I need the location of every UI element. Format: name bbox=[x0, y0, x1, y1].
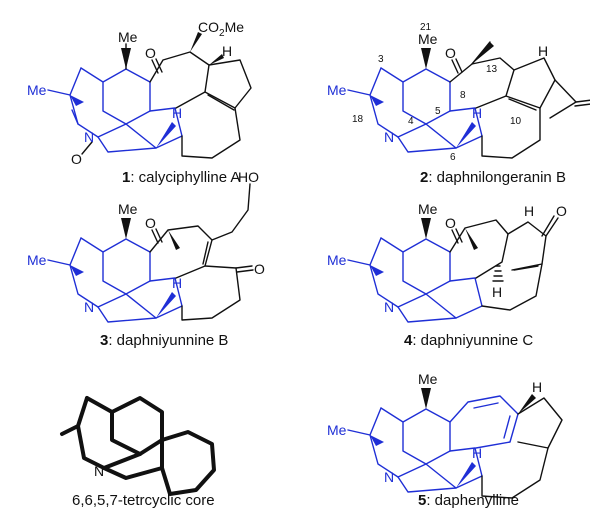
compound-5-label-me-blue: Me bbox=[327, 422, 347, 438]
compound-4-label-me-black: Me bbox=[418, 201, 438, 217]
compound-5-caption: 5: daphenylline bbox=[418, 492, 519, 509]
compound-2-label-ketone-o: O bbox=[445, 45, 456, 61]
compound-1-label-n-oxide-o: O bbox=[71, 151, 82, 167]
compound-3-label-me-blue: Me bbox=[27, 252, 47, 268]
compound-3-caption: 3: daphniyunnine B bbox=[100, 332, 228, 349]
compound-1-label-h-bottom: H bbox=[172, 105, 182, 121]
compound-2-black-bonds bbox=[449, 41, 590, 159]
compound-4-me-wedge bbox=[370, 265, 384, 276]
compound-2-locant-4: 4 bbox=[408, 116, 414, 127]
compound-1-label-me-blue: Me bbox=[27, 82, 47, 98]
core-caption: 6,6,5,7-tetrcyclic core bbox=[72, 492, 215, 509]
compound-2-name: : daphnilongeranin B bbox=[428, 169, 566, 186]
compound-1-label-n: N bbox=[84, 129, 94, 145]
compound-4-number: 4 bbox=[404, 332, 413, 349]
compound-2-number: 2 bbox=[420, 169, 428, 186]
compound-2-locant-18: 18 bbox=[352, 114, 364, 125]
compound-2-label-h-bottom: H bbox=[472, 105, 482, 121]
core-name: 6,6,5,7-tetrcyclic core bbox=[72, 492, 215, 509]
compound-3-label-ho: HO bbox=[238, 169, 259, 185]
compound-1-label-me-black: Me bbox=[118, 29, 138, 45]
compound-1-bridge-wedge bbox=[209, 54, 224, 65]
compound-3-label-h: H bbox=[172, 275, 182, 291]
compound-5-label-me-black: Me bbox=[418, 371, 438, 387]
compound-1-n-oxide-bond bbox=[81, 141, 93, 155]
compound-2-caption: 2: daphnilongeranin B bbox=[420, 169, 566, 186]
compound-2-locant-21: 21 bbox=[420, 22, 432, 33]
compound-3-name: : daphniyunnine B bbox=[108, 332, 228, 349]
compound-2-structure: Me Me O H H N O 3 21 13 8 18 4 5 6 10 bbox=[327, 22, 590, 163]
compound-1-h-wedge bbox=[156, 122, 176, 148]
compound-5-label-n: N bbox=[384, 469, 394, 485]
compound-5-h-bottom-wedge bbox=[456, 462, 476, 488]
compound-2-locant-8: 8 bbox=[460, 90, 466, 101]
compound-3-black-bonds bbox=[149, 183, 254, 321]
compound-3-number: 3 bbox=[100, 332, 108, 349]
compound-2-c8-wedge bbox=[472, 42, 494, 64]
compound-4-label-h-bottom: H bbox=[492, 284, 502, 300]
compound-1-ester-wedge bbox=[190, 32, 202, 52]
compound-2-methyl-wedge bbox=[421, 48, 431, 69]
compound-1-structure: Me Me O CO2Me H H N O bbox=[27, 19, 252, 167]
compound-5-name: : daphenylline bbox=[426, 492, 519, 509]
compound-4-blue-bonds bbox=[347, 237, 483, 323]
core-structure: N bbox=[60, 396, 216, 496]
compound-3-label-ketone-o: O bbox=[145, 215, 156, 231]
compound-2-locant-3: 3 bbox=[378, 54, 384, 65]
compound-2-blue-bonds bbox=[347, 67, 483, 153]
compound-2-locant-13: 13 bbox=[486, 64, 498, 75]
compound-4-label-ketone-o: O bbox=[445, 215, 456, 231]
compound-2-locant-5: 5 bbox=[435, 106, 441, 117]
compound-4-caption: 4: daphniyunnine C bbox=[404, 332, 533, 349]
compound-5-methyl-wedge bbox=[421, 388, 431, 409]
compound-4-hashed-h-bond bbox=[492, 265, 504, 282]
compound-2-h-wedge bbox=[456, 122, 476, 148]
compound-1-me-wedge bbox=[70, 95, 84, 106]
compound-4-methyl-wedge bbox=[421, 218, 431, 239]
compound-2-locant-6: 6 bbox=[450, 152, 456, 163]
compound-4-label-enone-o: O bbox=[556, 203, 567, 219]
compound-4-structure: Me Me O H O H N bbox=[327, 201, 567, 323]
compound-1-caption: 1: calyciphylline A bbox=[122, 169, 240, 186]
compound-5-black-bonds bbox=[481, 397, 563, 499]
compound-1-methyl-wedge bbox=[121, 48, 131, 69]
compound-2-label-n: N bbox=[384, 129, 394, 145]
compound-3-methyl-wedge bbox=[121, 218, 131, 239]
compound-4-label-h-top: H bbox=[524, 203, 534, 219]
compound-3-label-me-black: Me bbox=[118, 201, 138, 217]
compound-1-label-ester: CO2Me bbox=[198, 19, 244, 39]
compound-4-name: : daphniyunnine C bbox=[412, 332, 533, 349]
compound-4-bridge-wedge bbox=[465, 228, 478, 250]
compound-1-blue-bonds bbox=[47, 67, 183, 153]
compound-2-label-me-blue: Me bbox=[327, 82, 347, 98]
compound-5-structure: Me Me H H N bbox=[327, 371, 563, 499]
compound-2-locant-10: 10 bbox=[510, 116, 522, 127]
compound-5-me-wedge bbox=[370, 435, 384, 446]
compound-3-structure: Me Me O HO H N O bbox=[27, 169, 265, 323]
compound-5-number: 5 bbox=[418, 492, 426, 509]
compound-4-black-bonds bbox=[449, 215, 559, 311]
compound-1-number: 1 bbox=[122, 169, 130, 186]
compound-1-label-h-top: H bbox=[222, 43, 232, 59]
compound-2-label-me-black: Me bbox=[418, 31, 438, 47]
compound-5-h-top-wedge bbox=[518, 394, 536, 414]
compound-3-me-wedge bbox=[70, 265, 84, 276]
compound-3-label-n: N bbox=[84, 299, 94, 315]
compound-4-label-n: N bbox=[384, 299, 394, 315]
compound-5-label-h-bottom: H bbox=[472, 445, 482, 461]
compound-3-h-wedge bbox=[156, 292, 176, 318]
compound-4-label-me-blue: Me bbox=[327, 252, 347, 268]
compound-1-label-ketone-o: O bbox=[145, 45, 156, 61]
compound-3-bridge-wedge bbox=[168, 230, 180, 250]
compound-5-label-h-top: H bbox=[532, 379, 542, 395]
compound-2-label-h-top: H bbox=[538, 43, 548, 59]
core-label-n: N bbox=[94, 463, 104, 479]
compound-1-black-bonds bbox=[125, 43, 252, 159]
compound-5-blue-bonds bbox=[347, 395, 519, 493]
compound-2-me-wedge bbox=[370, 95, 384, 106]
compound-1-name: : calyciphylline A bbox=[130, 169, 240, 186]
compound-3-label-ring-o: O bbox=[254, 261, 265, 277]
